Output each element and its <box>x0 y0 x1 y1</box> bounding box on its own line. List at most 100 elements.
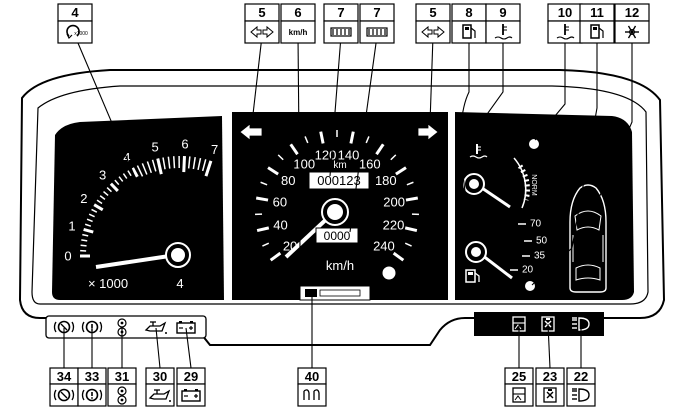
speedometer-scale-label: 180 <box>375 173 397 188</box>
tachometer-minor-tick <box>201 159 207 172</box>
tachometer-minor-tick <box>86 218 93 223</box>
tachometer-minor-tick <box>146 161 153 174</box>
top-callout-box: 8 <box>451 3 487 44</box>
tachometer-major-tick <box>131 167 139 178</box>
tachometer-minor-tick <box>162 157 166 170</box>
callout-number: 11 <box>590 5 604 20</box>
tachometer-major-tick <box>204 160 213 177</box>
speedometer-minor-tick <box>406 181 414 186</box>
car-silhouette-icon <box>569 184 607 293</box>
glow-plug-indicator-lamp <box>305 289 317 297</box>
cluster-inner-housing <box>31 85 649 305</box>
speedometer-scale-label: 80 <box>281 173 295 188</box>
callout-number: 29 <box>184 369 198 384</box>
tachometer-major-tick <box>109 182 119 192</box>
brake-warning-icon <box>81 388 103 402</box>
tachometer-scale-label: 6 <box>181 137 188 152</box>
top-callout-box: 10 <box>547 3 583 44</box>
tachometer-minor-tick <box>118 176 124 182</box>
glow-plug-icon <box>303 389 320 400</box>
auxiliary-gauges-panel <box>455 112 634 300</box>
tachometer-minor-tick <box>91 208 98 213</box>
callout-number: 9 <box>499 5 506 20</box>
tachometer-scale-label: 1 <box>68 219 75 234</box>
fuel-pump-icon <box>465 269 480 283</box>
tachometer-minor-tick <box>84 223 92 227</box>
callout-number: 30 <box>153 369 167 384</box>
top-callout-box: 7 <box>323 3 359 44</box>
top-callout-box: 4 x1000 <box>57 3 93 44</box>
callout-number: 31 <box>115 369 129 384</box>
tachometer-minor-tick <box>96 199 103 205</box>
main-beam-icon <box>572 388 590 402</box>
bottom-callout-box: 33 <box>77 367 107 407</box>
turn-signal-arrows-icon <box>421 25 445 39</box>
speedometer-major-tick <box>269 251 282 262</box>
coolant-temperature-icon <box>494 24 513 40</box>
speedometer-minor-tick <box>277 154 284 161</box>
speedometer-scale-label: 240 <box>373 239 395 254</box>
top-callout-box: 12 <box>614 3 650 44</box>
oil-pressure-icon <box>144 321 167 334</box>
tachometer-minor-tick <box>151 159 157 172</box>
callout-number: 7 <box>373 5 380 20</box>
speedometer-minor-tick <box>365 136 370 144</box>
odometer-reading: 000123 <box>317 173 360 188</box>
bottom-callout-box: 22 <box>566 367 596 407</box>
trip-counter-icon <box>366 27 388 37</box>
callout-number: 5 <box>429 5 436 20</box>
tachometer-minor-tick <box>141 163 148 175</box>
speedometer-scale-label: 100 <box>293 157 315 172</box>
bottom-callout-box: 23 <box>535 367 565 407</box>
temperature-gauge-pivot-marker <box>529 139 539 149</box>
speedometer-minor-tick <box>262 242 270 247</box>
speedometer-scale-label: 60 <box>273 195 287 210</box>
tachometer-scale-label: 2 <box>80 191 87 206</box>
speedometer-major-tick <box>404 226 418 233</box>
rpm-x1000-icon: x1000 <box>66 24 88 40</box>
bottom-callout-box: 31 <box>107 367 137 407</box>
speedometer-scale-label: 140 <box>338 148 360 163</box>
speed-unit-icon: km/h <box>289 28 308 37</box>
speedometer-major-tick <box>375 143 385 156</box>
fuel-pump-icon <box>462 24 476 39</box>
main-beam-icon <box>572 317 590 331</box>
bottom-callout-box: 29 <box>176 367 206 407</box>
tachometer-major-tick <box>83 227 94 234</box>
tachometer-minor-tick <box>197 157 202 171</box>
speedometer-minor-tick <box>404 242 412 247</box>
speedometer-minor-tick <box>260 181 268 186</box>
tachometer-minor-tick <box>88 213 95 218</box>
abs-icon <box>117 386 127 405</box>
tachometer-scale-label: 5 <box>151 139 158 154</box>
fuel-gauge-scale-label: 50 <box>536 236 548 247</box>
svg-text:x1000: x1000 <box>74 31 88 37</box>
tachometer-minor-tick <box>127 170 132 177</box>
tachometer-minor-tick <box>80 244 87 247</box>
tachometer-corner-number: 4 <box>176 276 183 291</box>
turn-signal-arrows-icon <box>250 25 274 39</box>
tachometer-minor-tick <box>103 190 109 197</box>
fuel-gauge-scale-label: 20 <box>522 265 534 276</box>
tachometer-major-tick <box>93 203 104 212</box>
callout-number: 25 <box>512 369 526 384</box>
top-callout-box: 6km/h <box>280 3 316 44</box>
tachometer-panel <box>52 116 224 300</box>
tachometer-minor-tick <box>114 179 120 186</box>
callout-number: 22 <box>574 369 588 384</box>
speedometer-scale-label: 160 <box>359 157 381 172</box>
tachometer-minor-tick <box>187 156 191 169</box>
fuel-gauge-scale-label: 35 <box>534 251 546 262</box>
callout-number: 23 <box>543 369 557 384</box>
glow-plug-indicator <box>299 285 371 301</box>
left-turn-arrow-icon <box>239 123 263 141</box>
tachometer-minor-tick <box>167 156 171 169</box>
tachometer-minor-tick <box>192 157 196 170</box>
trip-reset-knob[interactable] <box>381 265 397 281</box>
speedometer-major-tick <box>255 196 269 202</box>
battery-charge-icon <box>176 321 196 334</box>
callout-number: 4 <box>71 5 79 20</box>
callout-number: 7 <box>337 5 344 20</box>
